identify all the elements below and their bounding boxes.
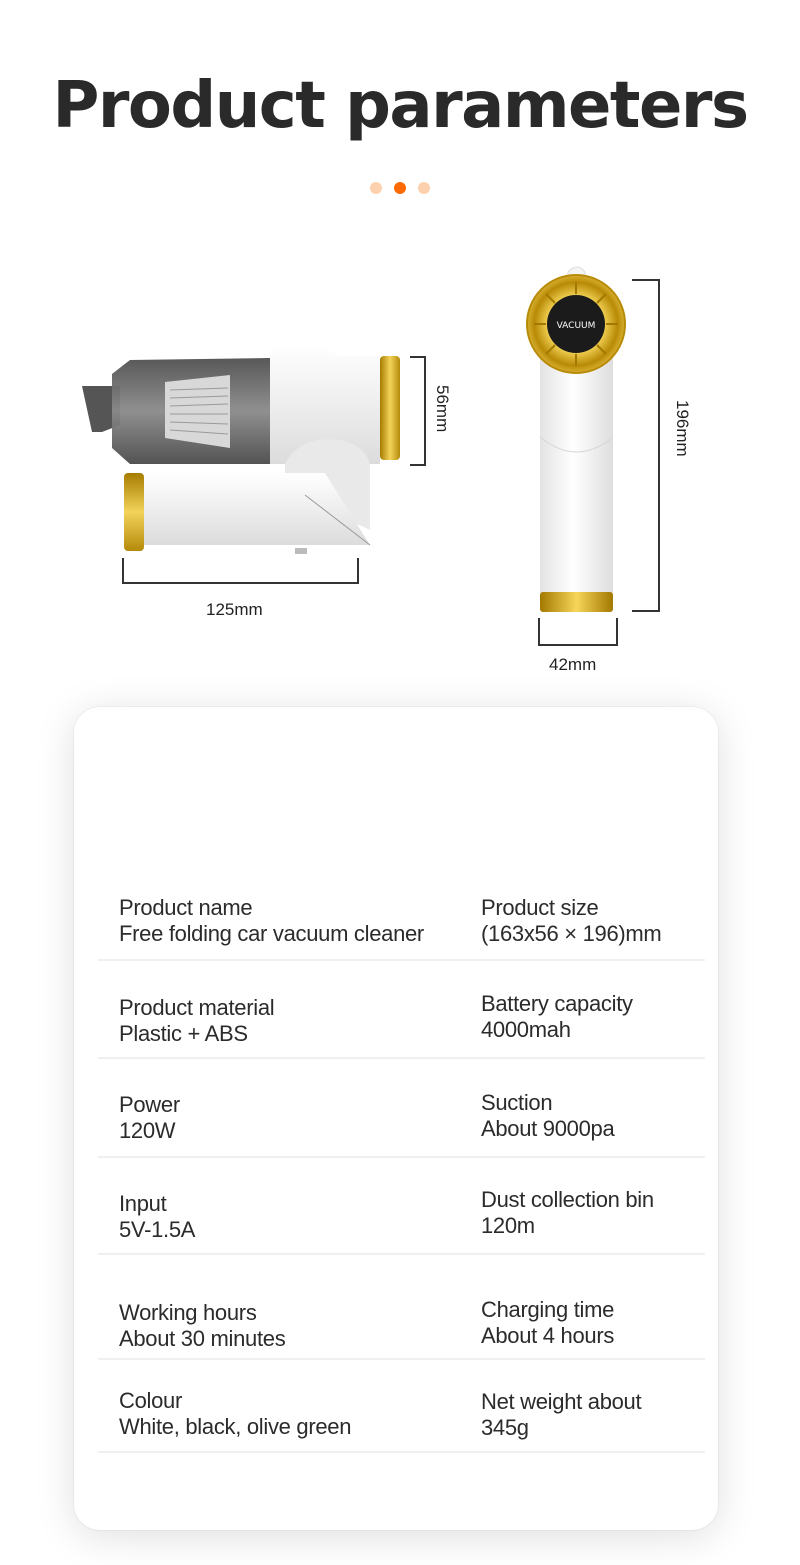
spec-value: 120W <box>119 1118 176 1143</box>
width-dimension-label: 42mm <box>549 655 597 674</box>
spec-label: Colour <box>119 1388 183 1413</box>
spec-label: Suction <box>481 1090 553 1115</box>
spec-value: 5V-1.5A <box>119 1217 196 1242</box>
dim-tick <box>632 610 660 612</box>
width-dimension-label: 125mm <box>206 600 263 619</box>
dot-indicator-active <box>394 182 406 194</box>
spec-row: Product material Plastic + ABS Battery c… <box>98 991 705 1059</box>
spec-colour: Colour White, black, olive green <box>119 1388 351 1440</box>
spec-product-name: Product name Free folding car vacuum cle… <box>119 895 424 947</box>
spec-label: Product material <box>119 995 275 1020</box>
page-title: Product parameters <box>52 69 749 143</box>
spec-working-hours: Working hours About 30 minutes <box>119 1300 286 1352</box>
front-view-product-image: VACUUM <box>525 262 630 617</box>
spec-value: 345g <box>481 1415 529 1440</box>
height-dimension-label: 56mm <box>433 385 452 433</box>
spec-product-size: Product size (163x56 × 196)mm <box>481 895 662 947</box>
spec-dust-collection-bin: Dust collection bin 120m <box>481 1187 654 1239</box>
spec-charging-time: Charging time About 4 hours <box>481 1297 614 1349</box>
spec-net-weight: Net weight about 345g <box>481 1389 642 1441</box>
vacuum-side-icon <box>82 343 400 554</box>
dim-tick <box>538 618 540 646</box>
spec-value: About 9000pa <box>481 1116 615 1141</box>
spec-value: About 4 hours <box>481 1323 615 1348</box>
spec-value: 120m <box>481 1213 535 1238</box>
spec-label: Product name <box>119 895 253 920</box>
spec-value: About 30 minutes <box>119 1326 286 1351</box>
width-dimension-line <box>538 644 618 646</box>
height-dimension-label: 196mm <box>673 400 692 457</box>
spec-label: Dust collection bin <box>481 1187 654 1212</box>
dot-indicator <box>418 182 430 194</box>
spec-value: White, black, olive green <box>119 1414 352 1439</box>
spec-label: Net weight about <box>481 1389 642 1414</box>
height-dimension-line <box>658 279 660 612</box>
spec-label: Working hours <box>119 1300 257 1325</box>
spec-row: Product name Free folding car vacuum cle… <box>98 895 705 961</box>
vacuum-front-icon: VACUUM <box>526 266 626 612</box>
spec-row: Power 120W Suction About 9000pa <box>98 1090 705 1158</box>
spec-value: Plastic + ABS <box>119 1021 248 1046</box>
dim-tick <box>410 356 426 358</box>
dim-tick <box>357 558 359 584</box>
spec-row: Working hours About 30 minutes Charging … <box>98 1297 705 1360</box>
spec-label: Power <box>119 1092 180 1117</box>
spec-label: Battery capacity <box>481 991 633 1016</box>
spec-product-material: Product material Plastic + ABS <box>119 995 275 1047</box>
spec-row: Colour White, black, olive green Net wei… <box>98 1388 705 1453</box>
specs-card: Product name Free folding car vacuum cle… <box>74 707 718 1530</box>
width-dimension-line <box>122 582 359 584</box>
dim-tick <box>122 558 124 584</box>
spec-label: Product size <box>481 895 599 920</box>
spec-battery-capacity: Battery capacity 4000mah <box>481 991 633 1043</box>
spec-value: Free folding car vacuum cleaner <box>119 921 424 946</box>
spec-power: Power 120W <box>119 1092 180 1144</box>
spec-input: Input 5V-1.5A <box>119 1191 195 1243</box>
spec-suction: Suction About 9000pa <box>481 1090 615 1142</box>
spec-row: Input 5V-1.5A Dust collection bin 120m <box>98 1187 705 1255</box>
dim-tick <box>632 279 660 281</box>
vacuum-badge-text: VACUUM <box>557 321 596 331</box>
dot-indicator <box>370 182 382 194</box>
dim-tick <box>410 464 426 466</box>
dim-tick <box>616 618 618 646</box>
spec-value: (163x56 × 196)mm <box>481 921 662 946</box>
spec-label: Charging time <box>481 1297 615 1322</box>
height-dimension-line <box>424 356 426 466</box>
carousel-dots <box>370 182 430 194</box>
spec-label: Input <box>119 1191 167 1216</box>
spec-value: 4000mah <box>481 1017 571 1042</box>
side-view-product-image <box>80 330 410 570</box>
